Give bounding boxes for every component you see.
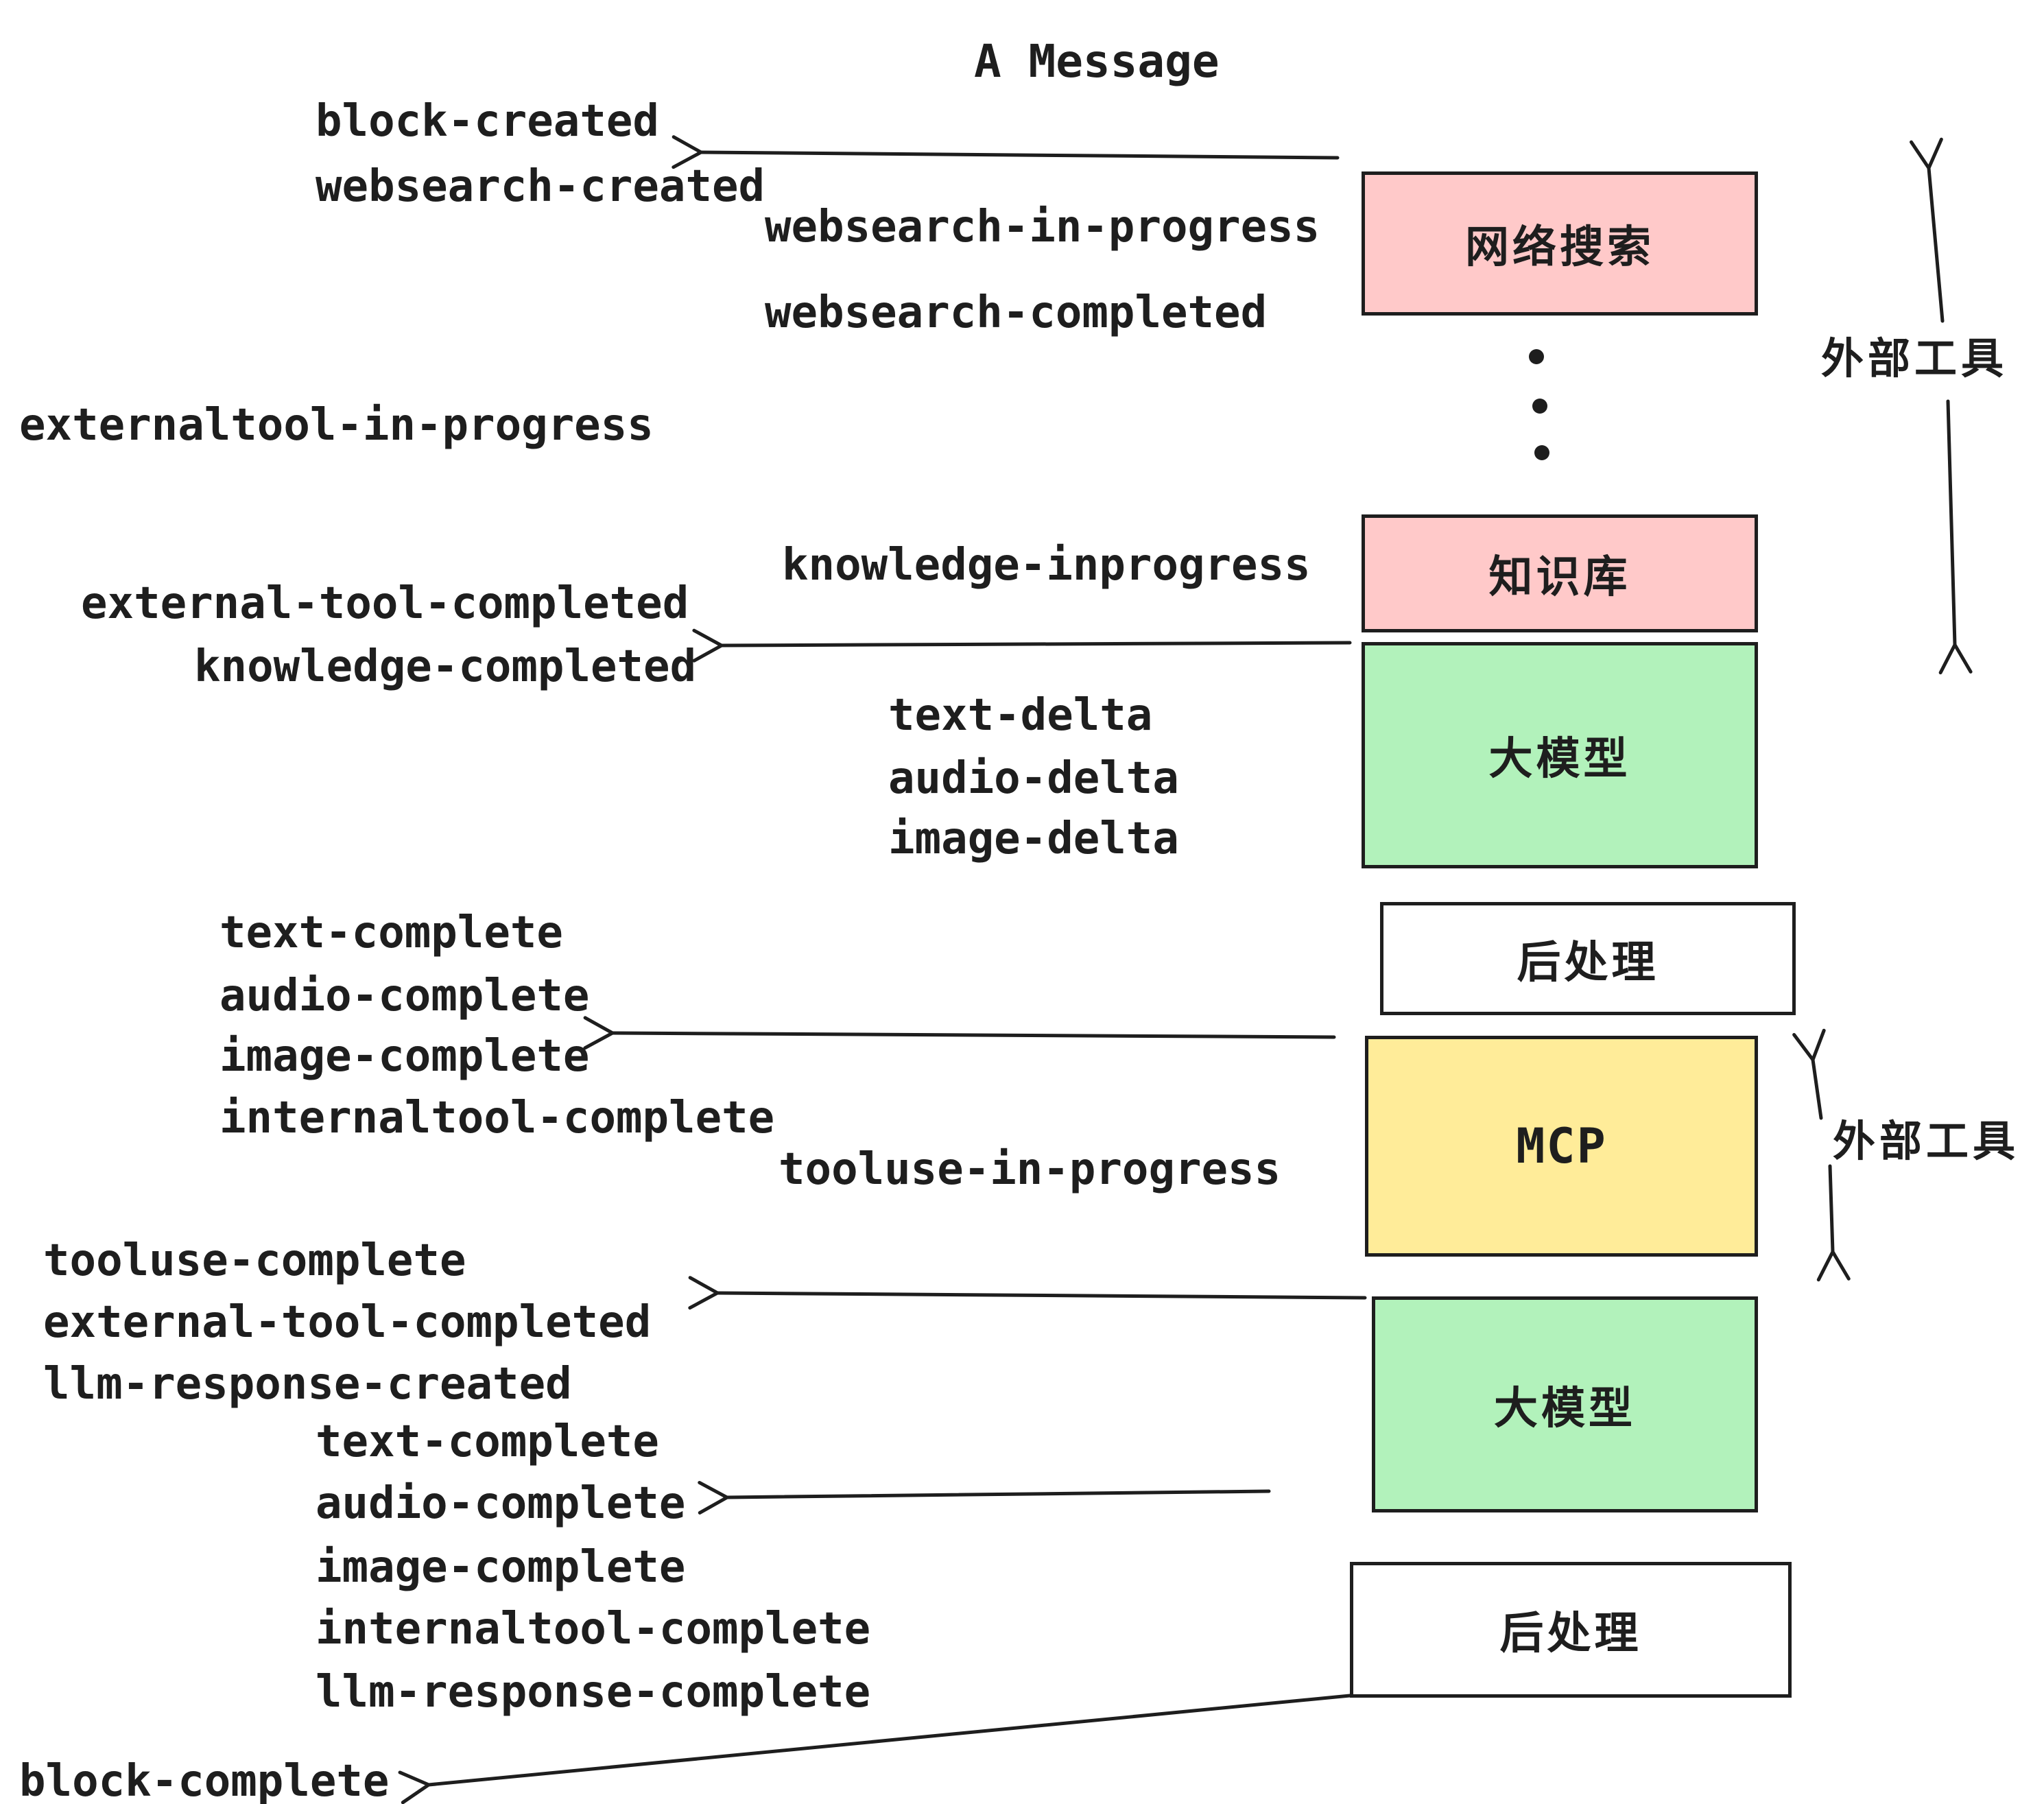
box-knowledge-label: 知识库 bbox=[1488, 552, 1631, 602]
arrow-to-websearch-created bbox=[672, 135, 1340, 169]
label-internaltool-complete-2: internaltool-complete bbox=[316, 1604, 871, 1654]
label-knowledge-completed: knowledge-completed bbox=[194, 641, 697, 692]
label-tooluse-complete: tooluse-complete bbox=[43, 1235, 466, 1286]
box-llm-2-label: 大模型 bbox=[1494, 1383, 1636, 1433]
box-mcp-label: MCP bbox=[1516, 1118, 1607, 1174]
label-llm-response-created: llm-response-created bbox=[43, 1359, 572, 1410]
box-llm-1: 大模型 bbox=[1362, 642, 1758, 868]
arrow-to-image-complete bbox=[583, 1016, 1336, 1050]
label-llm-response-complete: llm-response-complete bbox=[316, 1667, 871, 1718]
label-internaltool-complete-1: internaltool-complete bbox=[219, 1093, 775, 1143]
label-audio-complete-1: audio-complete bbox=[219, 971, 590, 1021]
label-external-tool-completed-1: external-tool-completed bbox=[81, 578, 689, 629]
label-websearch-in-progress: websearch-in-progress bbox=[765, 202, 1320, 252]
box-mcp: MCP bbox=[1365, 1036, 1758, 1257]
label-text-complete-1: text-complete bbox=[219, 907, 563, 958]
label-block-complete: block-complete bbox=[19, 1756, 390, 1804]
external-tools-mid-down-arrow bbox=[1816, 1164, 1851, 1282]
arrow-to-knowledge-completed bbox=[692, 628, 1352, 663]
label-external-tool-completed-2: external-tool-completed bbox=[43, 1297, 652, 1348]
arrow-to-block-complete bbox=[398, 1694, 1352, 1804]
box-post-2-label: 后处理 bbox=[1499, 1609, 1642, 1658]
box-post-1: 后处理 bbox=[1380, 902, 1796, 1015]
box-post-1-label: 后处理 bbox=[1517, 937, 1659, 987]
label-websearch-completed: websearch-completed bbox=[765, 287, 1268, 338]
label-audio-delta-1: audio-delta bbox=[888, 753, 1179, 804]
external-tools-top-label: 外部工具 bbox=[1821, 335, 2008, 383]
label-text-delta-1: text-delta bbox=[888, 690, 1153, 741]
box-websearch: 网络搜索 bbox=[1362, 171, 1758, 316]
label-text-complete-2: text-complete bbox=[316, 1416, 659, 1467]
box-llm-1-label: 大模型 bbox=[1488, 734, 1631, 783]
label-audio-complete-2: audio-complete bbox=[316, 1478, 686, 1529]
label-knowledge-inprogress: knowledge-inprogress bbox=[782, 540, 1311, 591]
label-websearch-created: websearch-created bbox=[316, 161, 765, 212]
external-tools-mid-label: 外部工具 bbox=[1833, 1118, 2020, 1165]
arrow-to-tooluse-complete bbox=[688, 1276, 1367, 1310]
external-tools-mid-up-arrow bbox=[1792, 1028, 1826, 1120]
diagram-title: A Message bbox=[974, 35, 1220, 88]
box-websearch-label: 网络搜索 bbox=[1465, 222, 1654, 272]
box-knowledge: 知识库 bbox=[1362, 514, 1758, 632]
label-tooluse-in-progress: tooluse-in-progress bbox=[779, 1144, 1281, 1195]
label-block-created: block-created bbox=[316, 96, 659, 147]
label-image-complete-1: image-complete bbox=[219, 1031, 590, 1082]
label-image-complete-2: image-complete bbox=[316, 1542, 686, 1593]
box-post-2: 后处理 bbox=[1350, 1562, 1792, 1698]
label-image-delta-1: image-delta bbox=[888, 814, 1179, 864]
box-llm-2: 大模型 bbox=[1372, 1296, 1758, 1512]
arrow-to-audio-complete bbox=[698, 1480, 1271, 1515]
external-tools-top-up-arrow bbox=[1910, 137, 1945, 323]
external-tools-top-down-arrow bbox=[1938, 399, 1973, 675]
ellipsis-dots-icon bbox=[1529, 349, 1549, 460]
label-externaltool-in-progress: externaltool-in-progress bbox=[19, 400, 654, 451]
